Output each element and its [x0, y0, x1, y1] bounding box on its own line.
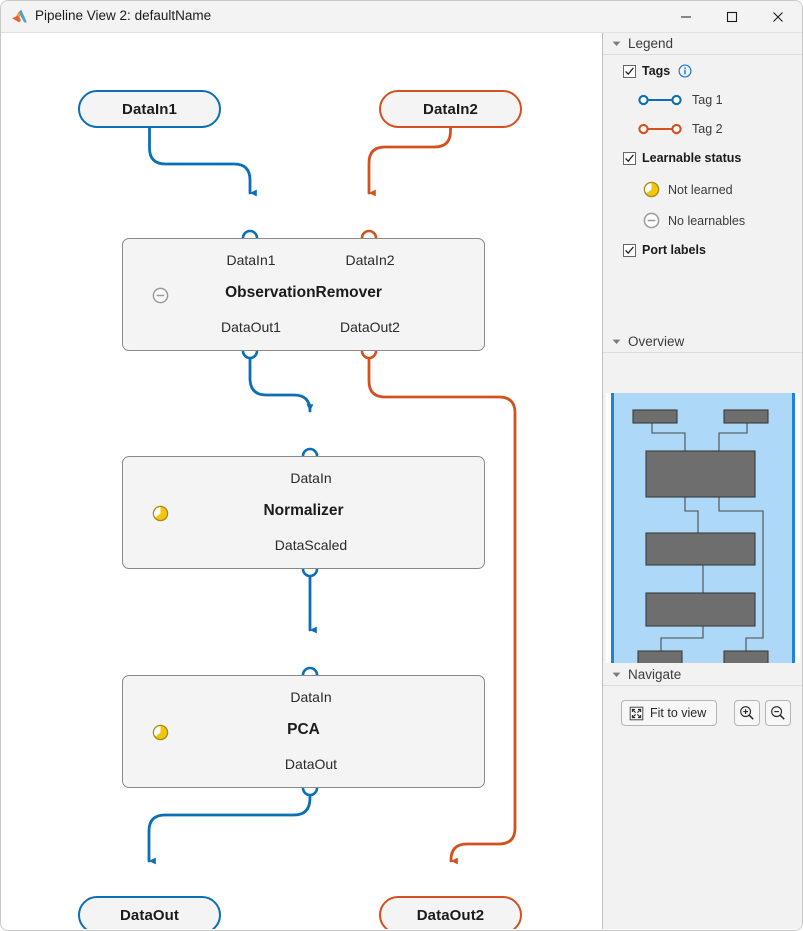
legend-learnable-status-row[interactable]: Learnable status [623, 151, 741, 165]
check-icon [625, 246, 634, 254]
terminal-dataout[interactable]: DataOut [78, 896, 221, 929]
learnable-status-label: Learnable status [642, 151, 742, 165]
block-normalizer[interactable]: DataIn Normalizer DataScaled [122, 456, 485, 569]
port-label-datascaled: DataScaled [274, 537, 348, 553]
chevron-down-icon[interactable] [612, 337, 621, 346]
tag-1-swatch [638, 94, 682, 106]
fit-to-view-label: Fit to view [650, 706, 707, 720]
tag-2-swatch [638, 123, 682, 135]
tags-label: Tags [642, 64, 671, 78]
port-labels-checkbox[interactable] [623, 243, 636, 257]
no-learnables-icon [152, 287, 169, 304]
port-label-dataout2: DataOut2 [340, 319, 400, 335]
maximize-button[interactable] [709, 1, 755, 32]
minimize-button[interactable] [663, 1, 709, 32]
navigate-section-header[interactable]: Navigate [603, 664, 802, 686]
matlab-icon [12, 9, 27, 23]
info-icon[interactable] [678, 64, 692, 78]
title-bar: Pipeline View 2: defaultName [1, 1, 802, 33]
port-labels-label: Port labels [642, 243, 706, 257]
check-icon [625, 154, 634, 162]
close-icon [773, 11, 783, 22]
fit-to-view-button[interactable]: Fit to view [621, 700, 717, 726]
block-pca[interactable]: DataIn PCA DataOut [122, 675, 485, 788]
port-label-datain: DataIn [290, 689, 332, 705]
port-label-dataout1: DataOut1 [221, 319, 281, 335]
block-observationremover[interactable]: DataIn1 DataIn2 ObservationRemover DataO… [122, 238, 485, 351]
legend-not-learned-row: Not learned [643, 181, 733, 198]
chevron-down-icon[interactable] [612, 670, 621, 679]
tag-2-label: Tag 2 [692, 122, 723, 136]
zoom-out-icon [771, 706, 785, 720]
navigate-body: Fit to view [603, 686, 802, 929]
legend-no-learnables-row: No learnables [643, 212, 745, 229]
not-learned-icon [152, 505, 169, 522]
terminal-datain1[interactable]: DataIn1 [78, 90, 221, 128]
port-label-datain2: DataIn2 [345, 252, 395, 268]
window-title: Pipeline View 2: defaultName [35, 8, 212, 23]
terminal-label: DataOut2 [416, 906, 485, 924]
side-panel: Legend Tags [602, 33, 802, 929]
legend-title: Legend [628, 36, 674, 51]
legend-section-header[interactable]: Legend [603, 33, 802, 55]
learnable-status-checkbox[interactable] [623, 151, 636, 165]
tag-1-label: Tag 1 [692, 93, 723, 107]
legend-tags-row[interactable]: Tags [623, 64, 692, 78]
block-name: Normalizer [263, 502, 344, 519]
not-learned-label: Not learned [668, 182, 733, 197]
minimize-icon [681, 15, 691, 18]
navigate-title: Navigate [628, 667, 682, 682]
check-icon [625, 67, 634, 75]
overview-title: Overview [628, 334, 685, 349]
no-learnables-icon [643, 212, 660, 229]
not-learned-icon [152, 724, 169, 741]
terminal-label: DataOut [119, 906, 180, 924]
maximize-icon [726, 11, 738, 22]
legend-tag-1-row: Tag 1 [637, 93, 723, 107]
tags-checkbox[interactable] [623, 64, 636, 78]
terminal-label: DataIn2 [423, 100, 478, 118]
port-label-datain1: DataIn1 [226, 252, 276, 268]
overview-minimap[interactable] [606, 393, 800, 663]
port-label-dataout: DataOut [284, 756, 338, 772]
minimap-thumbnail [611, 393, 795, 663]
terminal-datain2[interactable]: DataIn2 [379, 90, 522, 128]
no-learnables-label: No learnables [668, 213, 746, 228]
chevron-down-icon[interactable] [612, 39, 621, 48]
close-button[interactable] [755, 1, 801, 32]
pipeline-canvas[interactable]: DataIn1 DataIn2 DataOut DataOut2 DataIn1… [2, 33, 602, 929]
block-name: PCA [287, 721, 320, 738]
zoom-in-button[interactable] [734, 700, 760, 726]
block-name: ObservationRemover [225, 284, 382, 301]
terminal-dataout2[interactable]: DataOut2 [379, 896, 522, 929]
legend-body: Tags Tag 1 [603, 55, 802, 343]
legend-tag-2-row: Tag 2 [637, 122, 723, 136]
fit-to-view-icon [629, 706, 644, 720]
zoom-out-button[interactable] [765, 700, 791, 726]
zoom-in-icon [740, 706, 754, 720]
not-learned-icon [643, 181, 660, 198]
terminal-label: DataIn1 [122, 100, 177, 118]
overview-section-header[interactable]: Overview [603, 331, 802, 353]
port-label-datain: DataIn [290, 470, 332, 486]
legend-port-labels-row[interactable]: Port labels [623, 243, 706, 257]
